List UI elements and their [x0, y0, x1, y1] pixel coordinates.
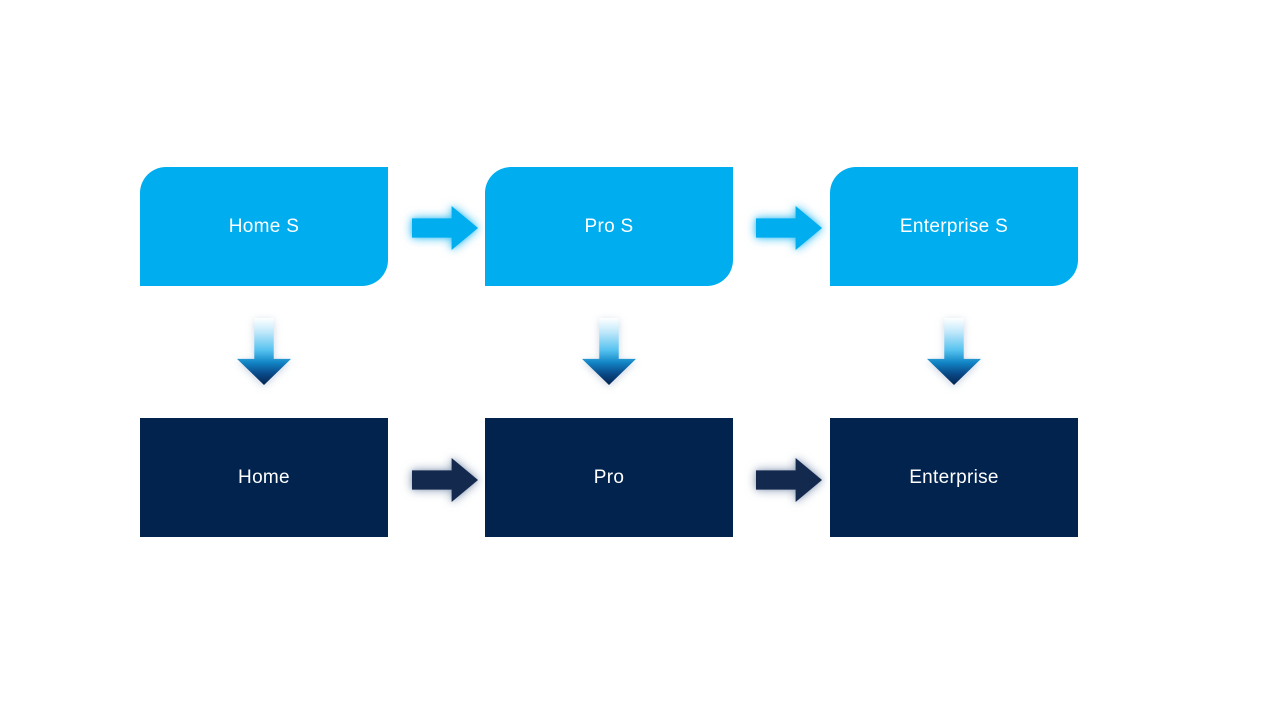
right-arrow-shape — [756, 458, 822, 502]
node-pro-s-label: Pro S — [584, 215, 634, 237]
node-enterprise-s: Enterprise S — [830, 167, 1078, 286]
node-home-label: Home — [238, 466, 290, 488]
node-pro: Pro — [485, 418, 733, 537]
right-arrow-shape — [412, 206, 478, 250]
down-arrow-shape — [582, 318, 636, 385]
node-pro-label: Pro — [593, 466, 625, 488]
right-arrow-icon — [756, 206, 822, 250]
node-enterprise-s-label: Enterprise S — [899, 215, 1009, 237]
down-arrow-icon — [582, 318, 636, 385]
down-arrow-shape — [927, 318, 981, 385]
node-pro-s: Pro S — [485, 167, 733, 286]
node-enterprise-label: Enterprise — [909, 466, 999, 488]
right-arrow-icon — [412, 458, 478, 502]
down-arrow-icon — [927, 318, 981, 385]
node-home: Home — [140, 418, 388, 537]
node-home-s-label: Home S — [228, 215, 300, 237]
node-enterprise: Enterprise — [830, 418, 1078, 537]
right-arrow-icon — [756, 458, 822, 502]
right-arrow-shape — [756, 206, 822, 250]
right-arrow-icon — [412, 206, 478, 250]
down-arrow-icon — [237, 318, 291, 385]
node-home-s: Home S — [140, 167, 388, 286]
right-arrow-shape — [412, 458, 478, 502]
down-arrow-shape — [237, 318, 291, 385]
